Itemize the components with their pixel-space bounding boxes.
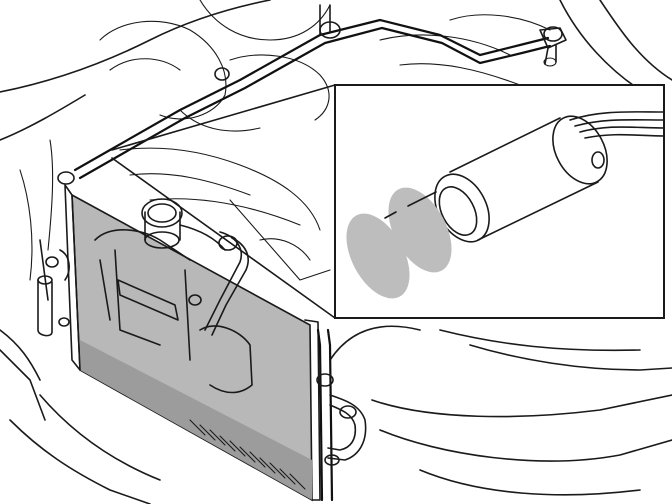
o-ring-seals <box>346 187 452 299</box>
refrigerant-line <box>73 4 567 180</box>
callout-pointer <box>111 84 336 319</box>
right-hose <box>316 328 367 502</box>
condenser <box>64 184 321 502</box>
detail-inset <box>334 84 665 319</box>
pipe-fitting <box>141 198 249 336</box>
receiver-drier <box>37 171 75 337</box>
receiver-drier-closeup <box>434 111 665 243</box>
